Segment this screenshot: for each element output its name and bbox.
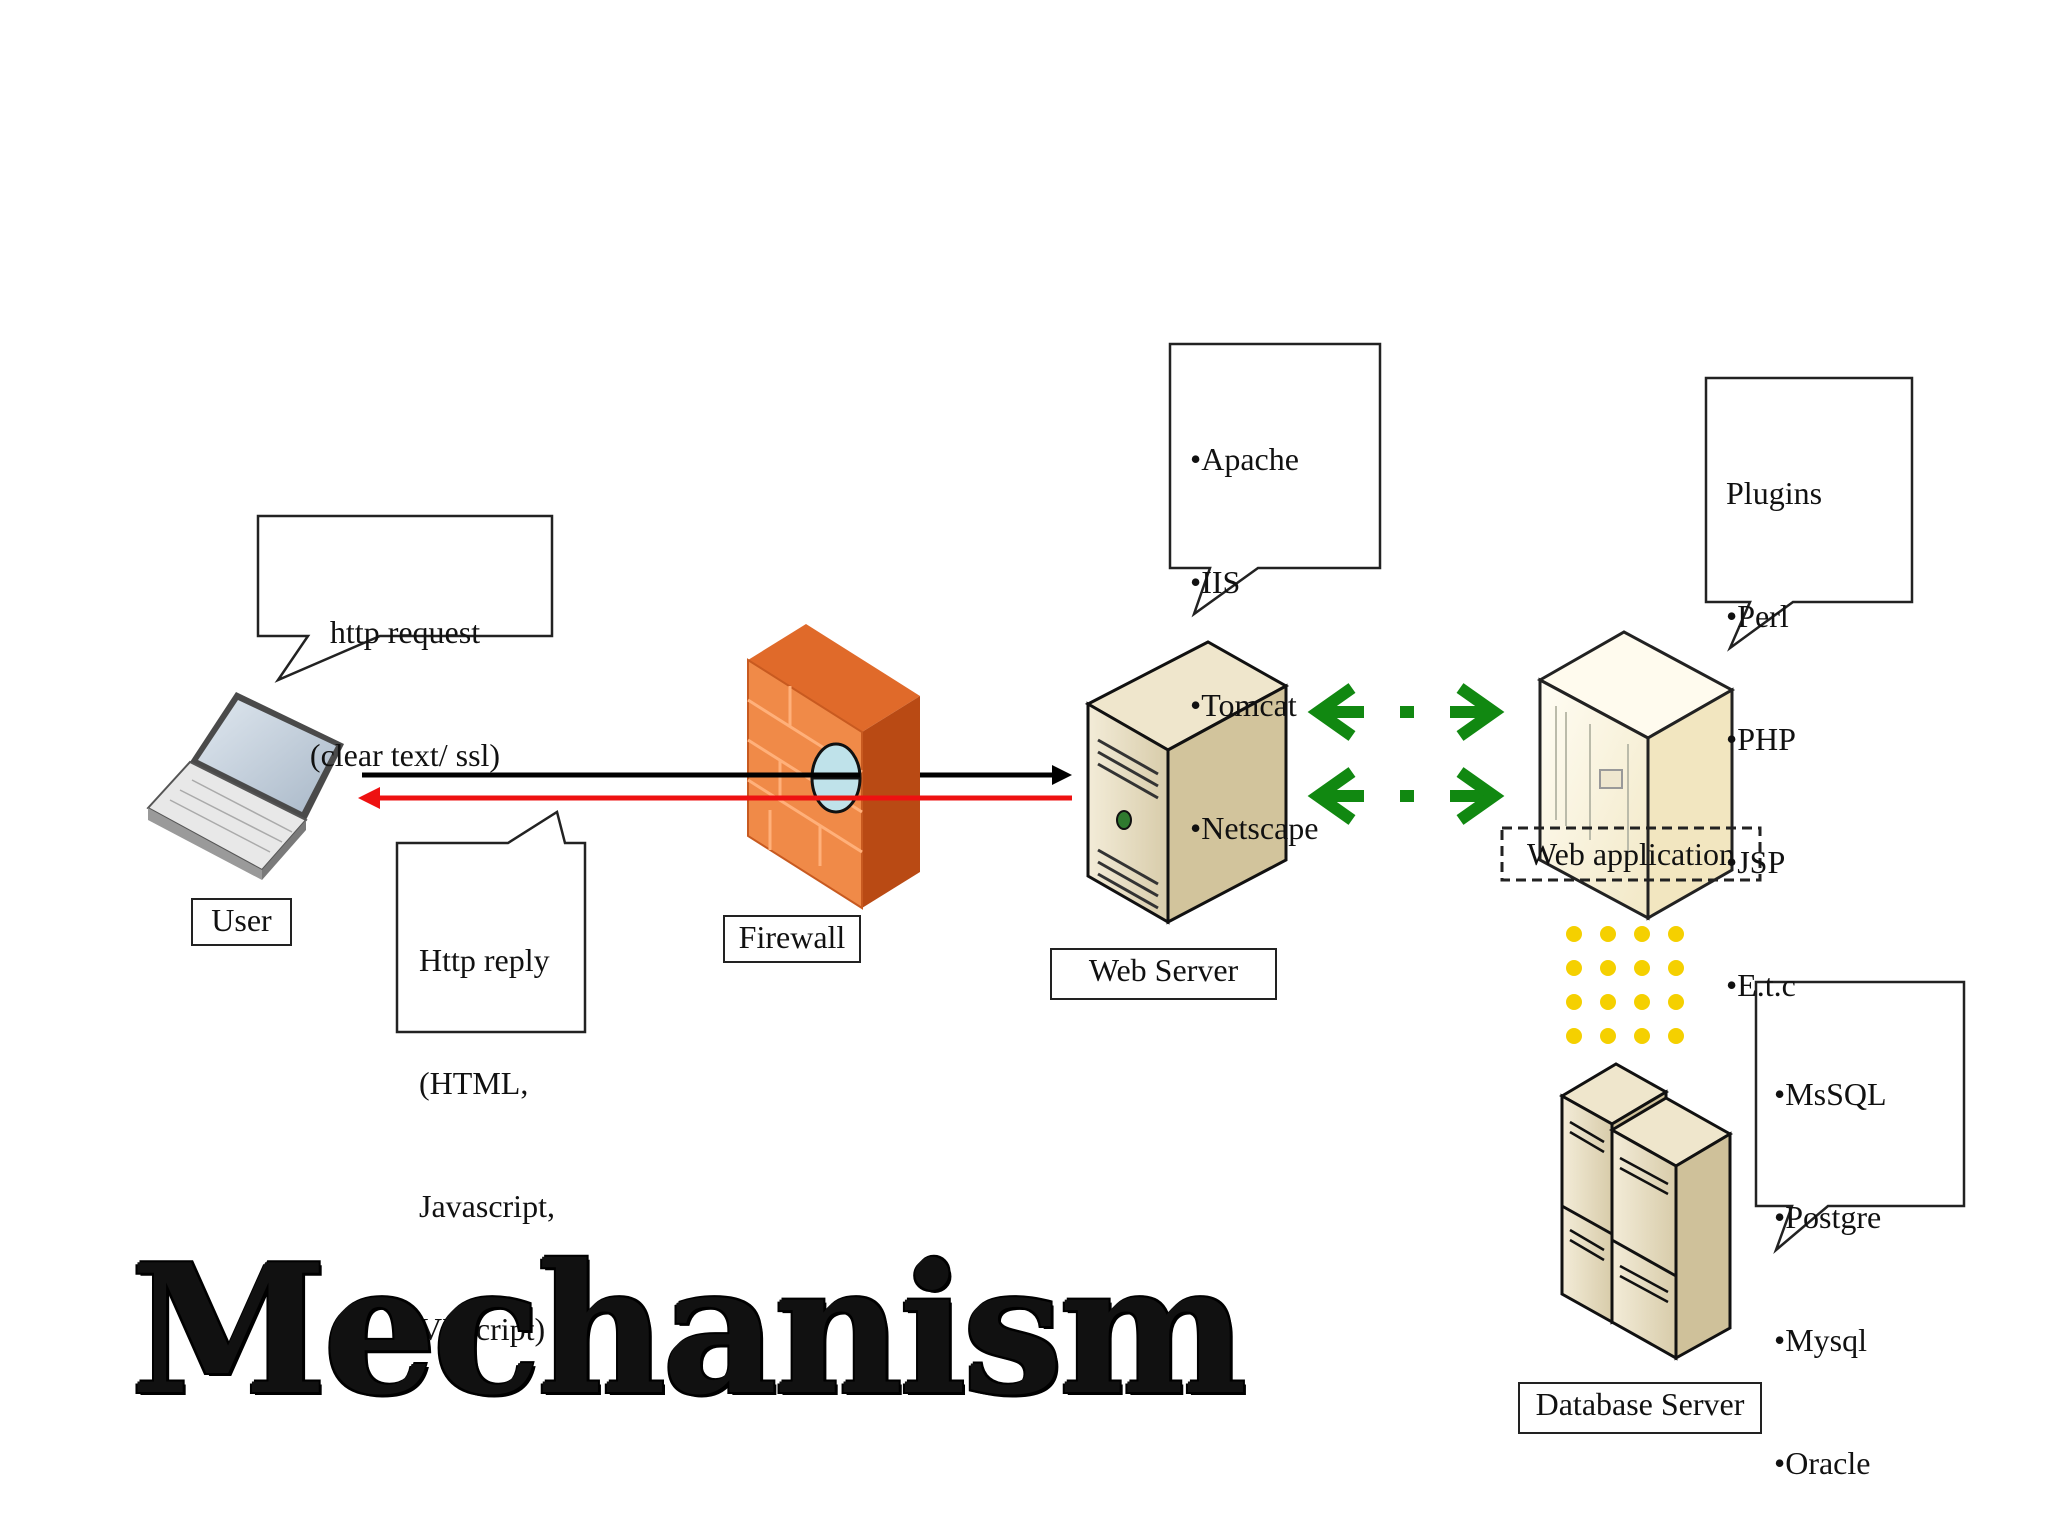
plugin-item: •Perl [1726, 598, 1789, 634]
plugin-item: •JSP [1726, 844, 1786, 880]
http-request-line-1: http request [329, 614, 481, 650]
plugin-item: •PHP [1726, 721, 1796, 757]
http-reply-text: Http reply (HTML, Javascript, VBscript) [419, 858, 555, 1391]
web-application-label: Web application [1526, 836, 1735, 872]
http-reply-arrow [358, 787, 1072, 809]
http-request-line-2: (clear text/ ssl) [309, 737, 501, 773]
database-server-label: Database Server [1518, 1382, 1762, 1434]
http-reply-line-1: Http reply [419, 942, 550, 978]
db-link-dots [1566, 926, 1684, 1044]
firewall-icon [747, 624, 920, 910]
web-application-box [1500, 826, 1762, 882]
http-reply-line-3: Javascript, [419, 1188, 555, 1224]
web-server-item: •Apache [1190, 441, 1299, 477]
database-list-text: •MsSQL •Postgre •Mysql •Oracle [1774, 992, 1887, 1525]
http-reply-callout [395, 810, 587, 1034]
user-label: User [191, 898, 292, 946]
web-server-label: Web Server [1050, 948, 1277, 1000]
plugin-item: •E.t.c [1726, 967, 1796, 1003]
database-list-callout [1754, 980, 1966, 1254]
database-item: •Oracle [1774, 1445, 1871, 1481]
plugins-heading: Plugins [1726, 475, 1823, 511]
web-server-item: •Netscape [1190, 810, 1319, 846]
web-server-item: •IIS [1190, 564, 1241, 600]
page-title: Mechanism [130, 1225, 1247, 1434]
http-request-callout [256, 514, 554, 683]
web-server-list-callout [1168, 342, 1382, 618]
database-item: •Mysql [1774, 1322, 1867, 1358]
plugins-callout [1704, 376, 1914, 652]
web-server-icon [1084, 640, 1290, 925]
http-reply-line-4: VBscript) [419, 1311, 546, 1347]
firewall-label: Firewall [723, 915, 861, 963]
http-request-text: http request (clear text/ ssl) [258, 530, 552, 817]
database-item: •Postgre [1774, 1199, 1882, 1235]
web-application-server-icon [1536, 630, 1736, 921]
database-item: •MsSQL [1774, 1076, 1887, 1112]
database-server-icon [1558, 1062, 1733, 1361]
http-reply-line-2: (HTML, [419, 1065, 529, 1101]
web-server-list-text: •Apache •IIS •Tomcat •Netscape [1190, 357, 1318, 890]
web-server-item: •Tomcat [1190, 687, 1297, 723]
plugins-text: Plugins •Perl •PHP •JSP •E.t.c [1726, 391, 1822, 1047]
laptop-icon [146, 692, 344, 880]
app-link-arrows [1307, 683, 1505, 825]
